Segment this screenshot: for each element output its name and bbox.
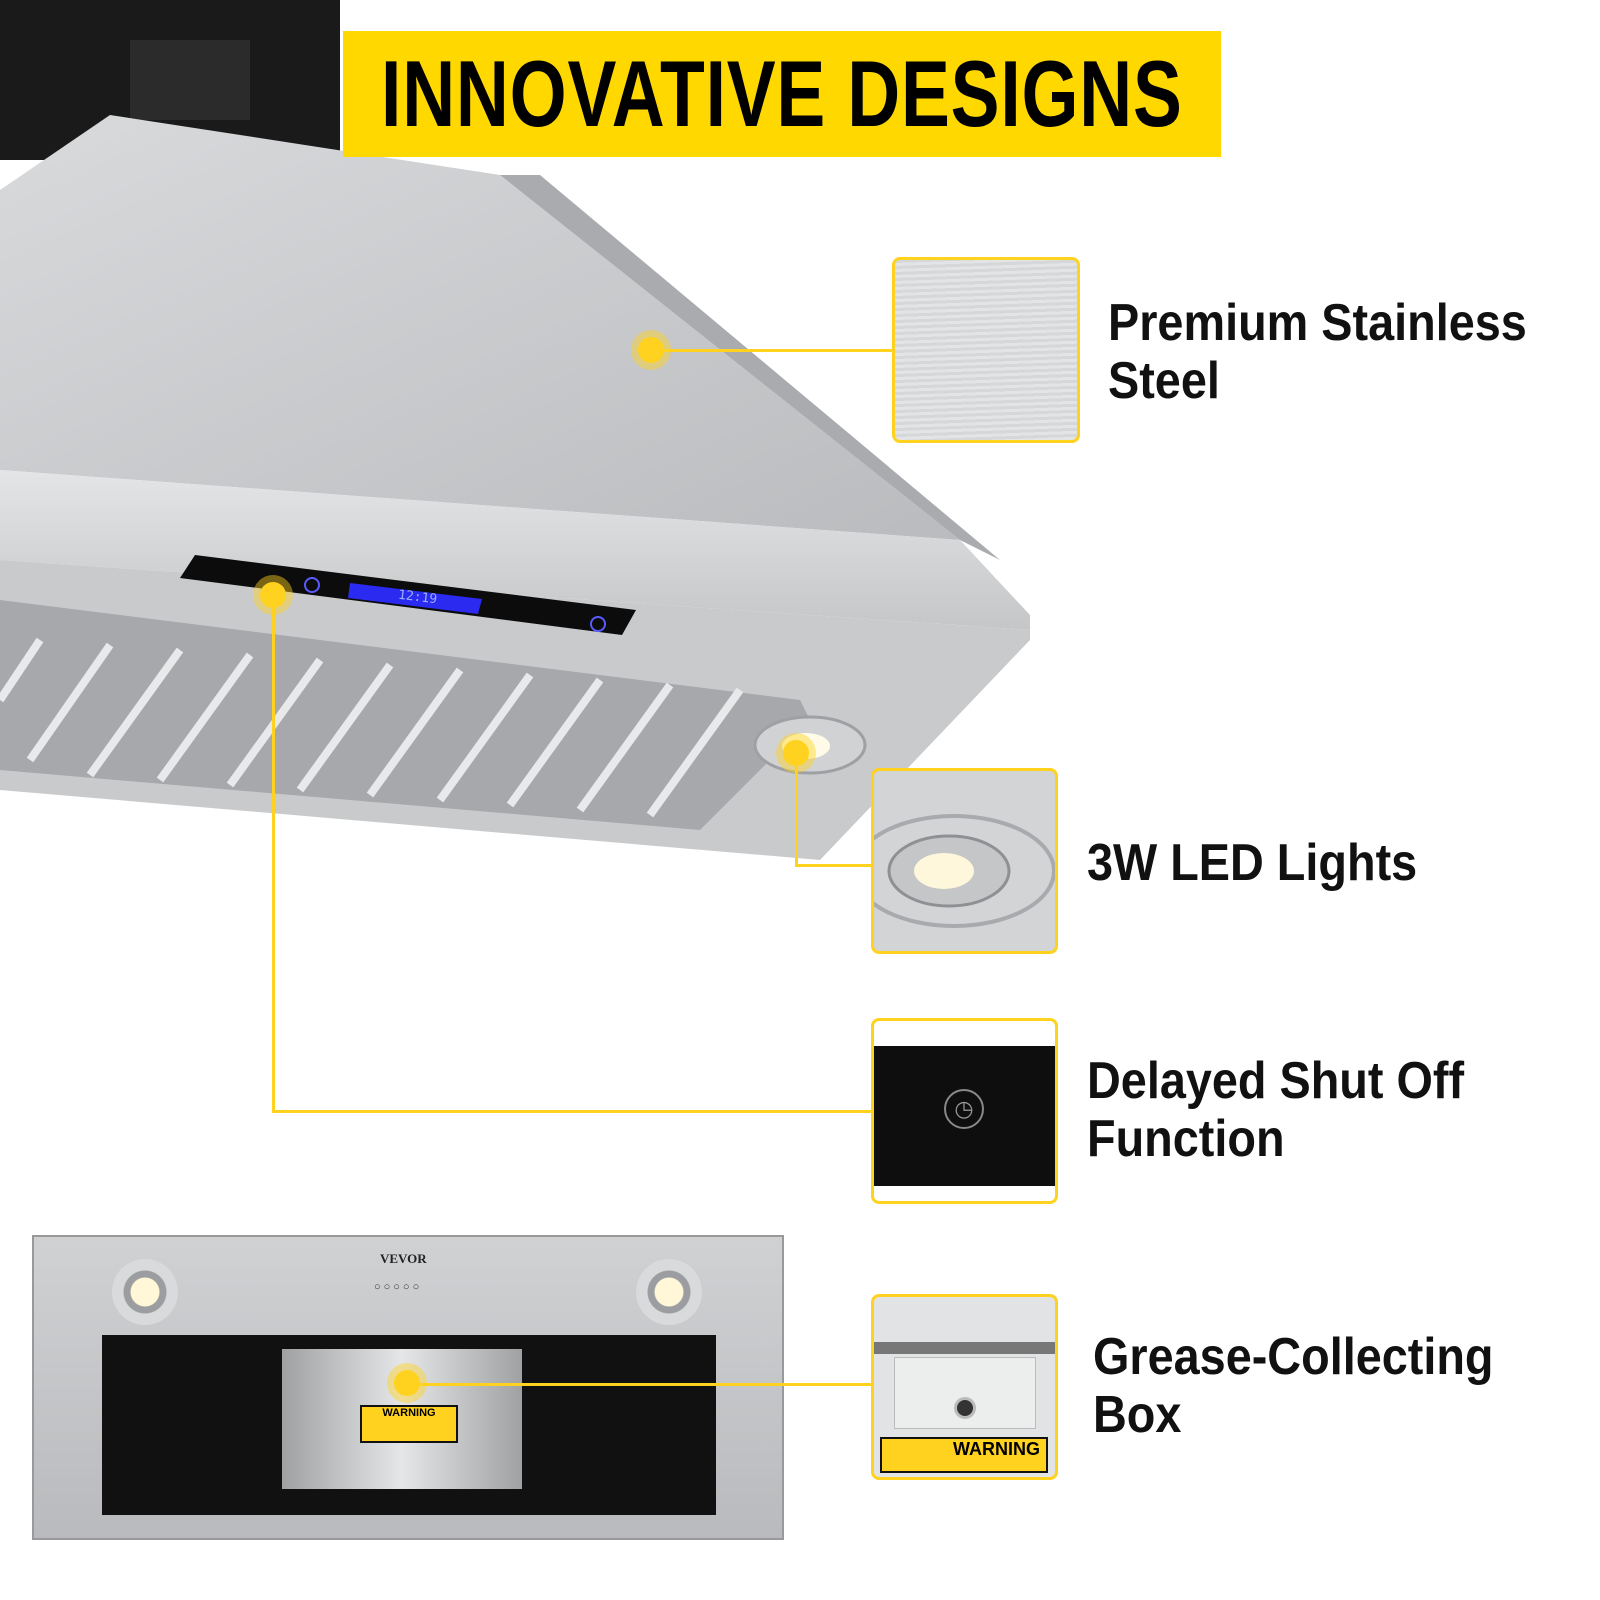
range-hood-image: 12:19 — [0, 0, 1040, 860]
feature-label-grease: Grease-Collecting Box — [1093, 1328, 1494, 1444]
callout-line-led-h — [795, 864, 873, 867]
warning-sticker: WARNING — [360, 1405, 458, 1443]
steel-texture-thumbnail — [892, 257, 1080, 443]
feature-label-steel: Premium Stainless Steel — [1108, 294, 1527, 410]
led-light-right — [636, 1259, 702, 1325]
control-buttons: ○○○○○ — [374, 1281, 423, 1293]
title-banner: INNOVATIVE DESIGNS — [343, 31, 1221, 157]
fan-cavity: WARNING — [102, 1335, 716, 1515]
page-title: INNOVATIVE DESIGNS — [381, 41, 1183, 146]
timer-button-thumbnail: ◷ — [871, 1018, 1058, 1204]
callout-line-timer-v — [272, 596, 275, 1113]
callout-line-led-v — [795, 753, 798, 866]
led-light-thumbnail — [871, 768, 1058, 954]
led-light-icon — [874, 814, 1055, 928]
callout-line-steel — [651, 349, 893, 352]
callout-line-grease — [407, 1383, 873, 1386]
feature-label-led: 3W LED Lights — [1087, 834, 1418, 892]
led-light-left — [112, 1259, 178, 1325]
range-hood-insert-image: VEVOR ○○○○○ WARNING — [32, 1235, 784, 1540]
brand-logo: VEVOR — [380, 1251, 427, 1266]
clock-icon: ◷ — [944, 1089, 984, 1129]
grease-box-thumbnail: WARNING — [871, 1294, 1058, 1480]
callout-line-timer-h — [272, 1110, 872, 1113]
feature-label-timer: Delayed Shut Off Function — [1087, 1052, 1465, 1168]
